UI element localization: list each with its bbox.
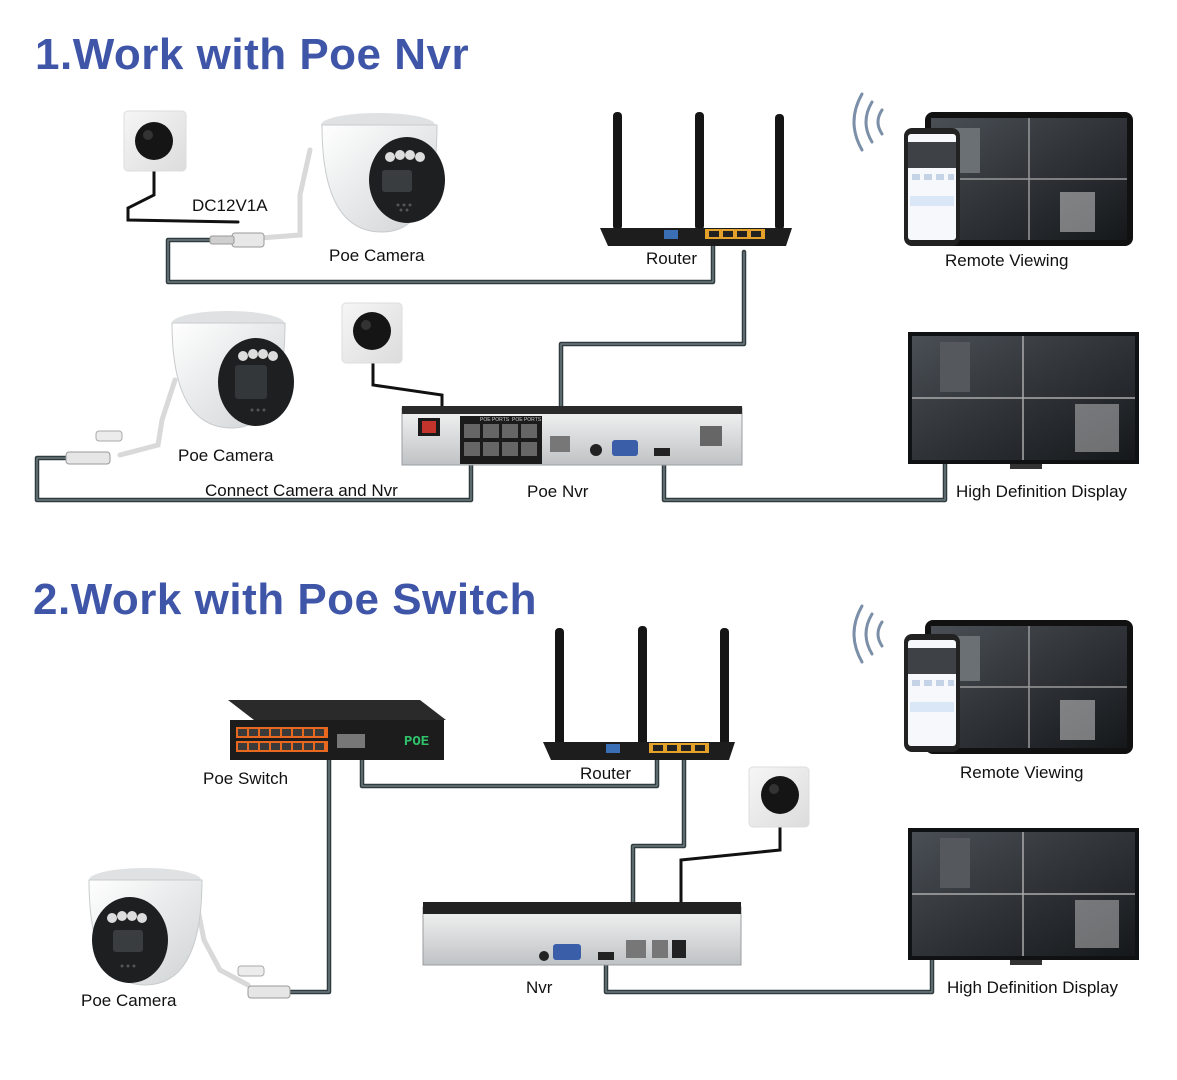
poe-switch-label: Poe Switch [203, 769, 289, 788]
phone-icon [904, 634, 960, 752]
section1-title: 1.Work with Poe Nvr [35, 30, 470, 79]
wifi-signal-icon [852, 604, 884, 664]
switch-display: POE [404, 734, 429, 750]
camera-icon [88, 868, 203, 986]
router-icon [600, 112, 792, 246]
nvr-icon: POE PORTS POE PORTS [401, 406, 743, 466]
tablet-icon [925, 620, 1133, 754]
router-label: Router [646, 249, 698, 268]
nvr-label: Nvr [526, 978, 553, 997]
connect-camera-nvr-label: Connect Camera and Nvr [205, 481, 398, 500]
phone-icon [904, 128, 960, 246]
monitor-icon [908, 828, 1139, 965]
switch-icon: POE [228, 700, 446, 760]
dc-power-label: DC12V1A [192, 196, 268, 215]
monitor-icon [908, 332, 1139, 469]
poe-camera-label: Poe Camera [178, 446, 274, 465]
rj45-connector-icon [65, 430, 123, 465]
power-plug-icon [341, 302, 403, 364]
poe-nvr-label: Poe Nvr [527, 482, 589, 501]
hd-display-label: High Definition Display [956, 482, 1128, 501]
power-plug-icon [748, 766, 810, 828]
tablet-icon [925, 112, 1133, 246]
wifi-signal-icon [852, 92, 884, 152]
dc-connector-icon [209, 232, 265, 248]
poe-camera-label: Poe Camera [81, 991, 177, 1010]
cables-section2 [193, 749, 935, 995]
cables-section1 [34, 147, 948, 503]
camera-icon [321, 113, 445, 233]
remote-viewing-label: Remote Viewing [960, 763, 1084, 782]
hd-display-label: High Definition Display [947, 978, 1119, 997]
nvr-icon [422, 902, 742, 966]
camera-icon [171, 311, 294, 429]
power-plug-icon [123, 110, 187, 172]
remote-viewing-label: Remote Viewing [945, 251, 1069, 270]
router-label: Router [580, 764, 632, 783]
nvr-port-label: POE PORTS [480, 417, 510, 423]
nvr-port-label: POE PORTS [512, 417, 542, 423]
poe-camera-label: Poe Camera [329, 246, 425, 265]
router-icon [543, 626, 735, 760]
rj45-connector-icon [237, 965, 291, 999]
section2-title: 2.Work with Poe Switch [33, 575, 538, 624]
